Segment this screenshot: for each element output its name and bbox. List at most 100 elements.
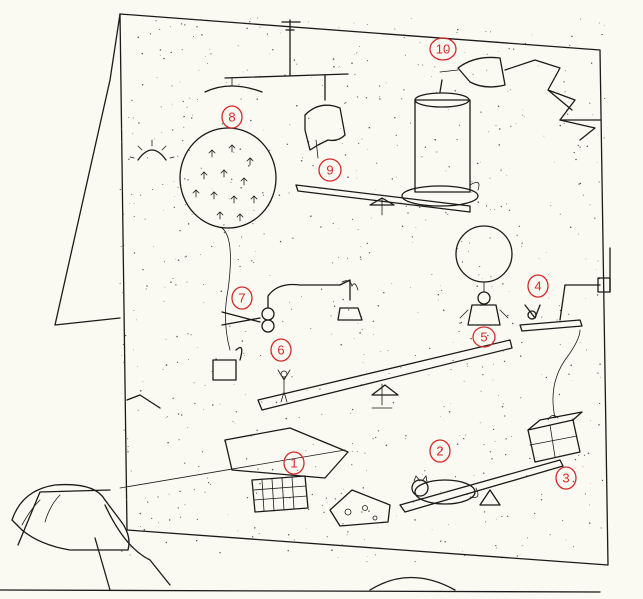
speck	[297, 469, 299, 471]
speck	[312, 165, 314, 167]
speck	[196, 99, 198, 101]
speck	[414, 519, 416, 521]
speck	[497, 105, 500, 107]
speck	[261, 401, 263, 403]
speck	[468, 242, 470, 244]
speck	[133, 252, 136, 254]
speck	[521, 341, 523, 344]
speck	[279, 32, 281, 34]
speck	[141, 83, 144, 86]
speck	[570, 364, 572, 367]
speck	[146, 157, 149, 159]
speck	[191, 117, 193, 119]
speck	[152, 246, 154, 247]
speck	[395, 176, 397, 178]
speck	[363, 354, 365, 355]
speck	[485, 521, 487, 523]
speck	[257, 468, 259, 470]
speck	[358, 142, 360, 144]
speck	[146, 285, 148, 287]
speck	[251, 536, 254, 538]
speck	[403, 37, 405, 39]
speck	[356, 170, 357, 171]
speck	[434, 138, 436, 141]
speck	[499, 128, 501, 130]
speck	[223, 224, 225, 226]
speck	[258, 533, 260, 535]
speck	[595, 269, 597, 271]
speck	[253, 261, 255, 264]
speck	[140, 525, 141, 527]
speck	[282, 320, 284, 322]
speck	[322, 84, 323, 86]
speck	[173, 206, 175, 209]
speck	[123, 244, 125, 246]
speck	[601, 33, 603, 36]
speck	[590, 420, 592, 422]
speck	[341, 544, 344, 546]
speck	[260, 355, 262, 357]
speck	[242, 71, 244, 73]
speck	[293, 59, 296, 61]
speck	[330, 315, 332, 317]
speck	[510, 435, 512, 437]
speck	[573, 151, 575, 154]
svg-text:3: 3	[562, 471, 569, 486]
speck	[479, 161, 481, 163]
speck	[598, 423, 600, 426]
speck	[332, 262, 334, 264]
speck	[167, 416, 168, 418]
speck	[201, 451, 204, 453]
speck	[354, 74, 356, 76]
speck	[289, 124, 291, 126]
speck	[127, 445, 129, 448]
speck	[308, 508, 310, 511]
speck	[457, 248, 459, 250]
speck	[259, 482, 261, 485]
speck	[170, 26, 172, 28]
speck	[493, 363, 494, 365]
speck	[521, 545, 523, 547]
speck	[120, 246, 122, 247]
cheese-wedge	[329, 489, 391, 527]
speck	[410, 122, 412, 124]
speck	[491, 458, 493, 460]
label-5: 5	[472, 326, 496, 348]
speck	[330, 333, 332, 335]
speck	[440, 285, 441, 287]
speck	[251, 260, 253, 262]
speck	[374, 554, 376, 556]
lever-assembly	[519, 247, 611, 332]
speck	[203, 302, 205, 303]
arrow-mark	[230, 195, 238, 204]
speck	[237, 258, 239, 261]
speck	[176, 335, 178, 338]
speck	[211, 371, 213, 373]
speck	[419, 206, 421, 208]
speck	[286, 143, 288, 145]
string-to-lever	[552, 329, 581, 419]
speck	[394, 117, 396, 119]
speck	[366, 561, 368, 563]
speck	[565, 70, 567, 72]
speck	[366, 242, 368, 245]
speck	[495, 547, 497, 549]
speck	[541, 316, 543, 318]
speck	[577, 233, 579, 235]
speck	[396, 144, 398, 146]
cat-on-seesaw	[399, 459, 564, 513]
speck	[262, 192, 264, 194]
speck	[356, 52, 358, 54]
speck	[142, 381, 144, 383]
speck	[401, 98, 403, 100]
speck	[175, 258, 176, 260]
speck	[193, 489, 195, 491]
half-sun	[129, 139, 175, 161]
speck	[246, 69, 248, 71]
speck	[357, 229, 359, 231]
label-7: 7	[231, 286, 253, 310]
speck	[375, 436, 377, 439]
speck	[238, 84, 240, 85]
speck	[445, 212, 447, 214]
speck	[360, 258, 362, 261]
